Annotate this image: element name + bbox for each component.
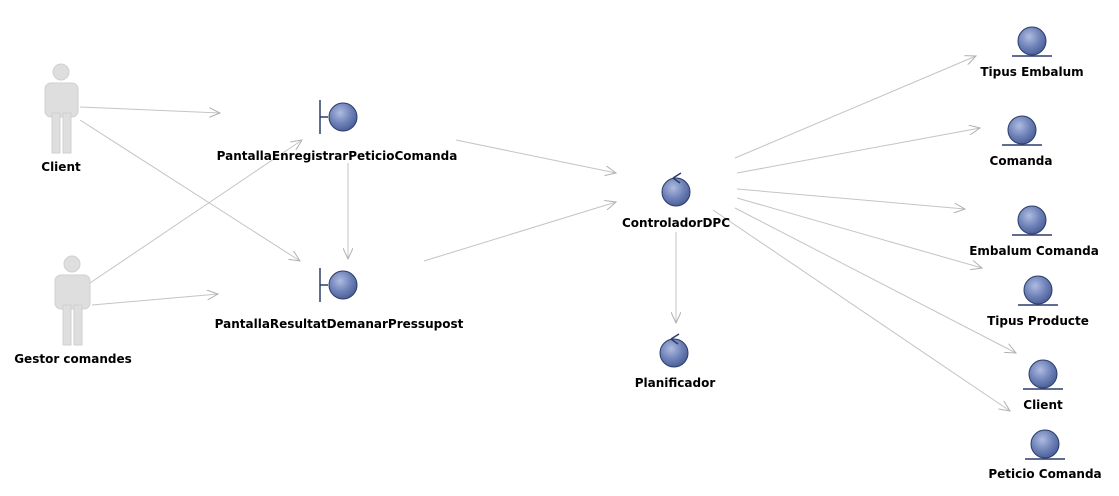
entity-tipus-producte[interactable]: Tipus Producte [987, 275, 1089, 328]
entity-comanda[interactable]: Comanda [990, 115, 1053, 168]
entity-icon [1012, 26, 1052, 57]
actor-client-icon [44, 63, 79, 154]
entity-client[interactable]: Client [1023, 359, 1063, 412]
entity-client-label: Client [1023, 398, 1063, 412]
link-controlador-embalum-comanda[interactable] [736, 188, 965, 209]
control-icon [661, 172, 691, 207]
entity-icon [1018, 275, 1058, 306]
control-controlador-label: ControladorDPC [622, 216, 730, 230]
entity-comanda-label: Comanda [990, 154, 1053, 168]
actor-gestor[interactable]: Gestor comandes [14, 255, 132, 366]
boundary-registrar-label: PantallaEnregistrarPeticioComanda [217, 149, 458, 163]
link-controlador-comanda[interactable] [736, 128, 980, 174]
boundary-resultat-label: PantallaResultatDemanarPressupost [215, 317, 464, 331]
link-controlador-client[interactable] [734, 207, 1016, 353]
entity-icon [1025, 429, 1065, 460]
link-controlador-tipus-embalum[interactable] [734, 56, 976, 159]
connections [79, 56, 1016, 411]
actor-gestor-icon [54, 255, 91, 346]
link-client-registrar[interactable] [79, 106, 220, 113]
link-client-resultat[interactable] [79, 119, 300, 261]
entity-embalum-comanda-label: Embalum Comanda [969, 244, 1099, 258]
actor-gestor-label: Gestor comandes [14, 352, 132, 366]
link-controlador-tipus-producte[interactable] [736, 197, 982, 268]
entity-tipus-producte-label: Tipus Producte [987, 314, 1089, 328]
control-controlador[interactable]: ControladorDPC [622, 172, 730, 230]
link-controlador-peticio-comanda[interactable] [712, 209, 1010, 411]
entity-icon [1002, 115, 1042, 146]
boundary-icon [319, 268, 358, 302]
entity-embalum-comanda[interactable]: Embalum Comanda [969, 205, 1099, 258]
entity-tipus-embalum-label: Tipus Embalum [980, 65, 1083, 79]
boundary-icon [319, 100, 358, 134]
link-registrar-controlador[interactable] [455, 139, 616, 173]
boundary-resultat[interactable]: PantallaResultatDemanarPressupost [215, 268, 464, 331]
link-resultat-controlador[interactable] [423, 202, 616, 262]
entity-icon [1023, 359, 1063, 390]
entity-icon [1012, 205, 1052, 236]
link-gestor-registrar[interactable] [89, 140, 302, 284]
actor-client[interactable]: Client [41, 63, 81, 174]
entity-tipus-embalum[interactable]: Tipus Embalum [980, 26, 1084, 79]
actor-client-label: Client [41, 160, 81, 174]
link-gestor-resultat[interactable] [91, 294, 218, 306]
entity-peticio-comanda-label: Peticio Comanda [988, 467, 1101, 481]
control-planificador-label: Planificador [635, 376, 716, 390]
control-icon [659, 333, 689, 368]
control-planificador[interactable]: Planificador [635, 333, 716, 390]
boundary-registrar[interactable]: PantallaEnregistrarPeticioComanda [217, 100, 458, 163]
entity-peticio-comanda[interactable]: Peticio Comanda [988, 429, 1102, 481]
